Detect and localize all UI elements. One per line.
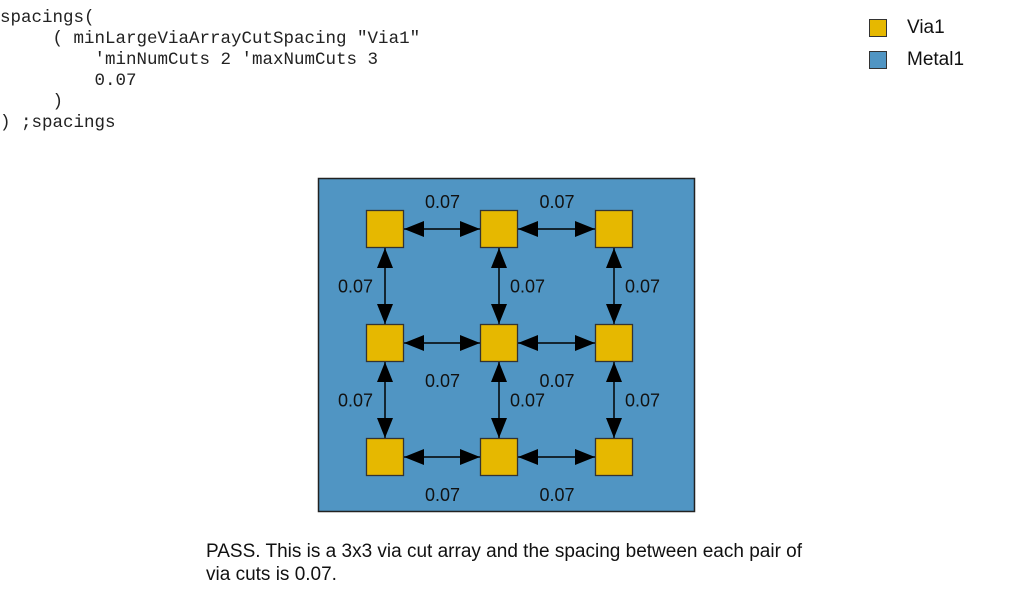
via-cut	[594, 209, 634, 249]
arrowhead	[606, 304, 622, 324]
spacing-label: 0.07	[539, 485, 574, 505]
arrowhead	[460, 449, 480, 465]
spacing-label: 0.07	[425, 485, 460, 505]
arrowhead	[518, 335, 538, 351]
spacing-arrow	[518, 221, 595, 237]
code-line: 'minNumCuts 2 'maxNumCuts 3	[0, 50, 379, 70]
arrowhead	[377, 248, 393, 268]
arrowhead	[377, 304, 393, 324]
code-line: spacings(	[0, 8, 95, 28]
spacing-label: 0.07	[338, 391, 373, 411]
spacing-label: 0.07	[338, 277, 373, 297]
spacing-label: 0.07	[539, 371, 574, 391]
via1-swatch	[869, 19, 887, 37]
via-cut	[479, 209, 519, 249]
legend-item-metal1: Metal1	[869, 44, 964, 76]
legend-item-via1: Via1	[869, 12, 964, 44]
via-cut	[365, 437, 405, 477]
spacing-arrow	[404, 449, 480, 465]
arrowhead	[575, 221, 595, 237]
code-line: )	[0, 92, 64, 112]
spacing-arrow	[377, 248, 393, 324]
spacing-label: 0.07	[539, 192, 574, 212]
spacing-arrow	[518, 335, 595, 351]
code-line: ) ;spacings	[0, 113, 116, 133]
spacing-label: 0.07	[625, 277, 660, 297]
spacing-label: 0.07	[425, 192, 460, 212]
arrowhead	[575, 449, 595, 465]
spacing-label: 0.07	[625, 391, 660, 411]
arrowhead	[404, 221, 424, 237]
arrowhead	[518, 449, 538, 465]
spacing-arrow	[606, 362, 622, 438]
spacing-arrow	[404, 221, 480, 237]
spacing-label: 0.07	[510, 391, 545, 411]
spacing-arrow	[606, 248, 622, 324]
arrowhead	[606, 418, 622, 438]
legend-label: Metal1	[907, 49, 965, 70]
arrowhead	[404, 449, 424, 465]
via-cut	[479, 323, 519, 363]
arrowhead	[575, 335, 595, 351]
caption: PASS. This is a 3x3 via cut array and th…	[206, 541, 803, 585]
arrowhead	[491, 248, 507, 268]
arrowhead	[404, 335, 424, 351]
spacing-arrow	[491, 362, 507, 438]
via-cut	[365, 209, 405, 249]
via-cut	[365, 323, 405, 363]
arrowhead	[377, 362, 393, 382]
arrowhead	[606, 362, 622, 382]
arrowhead	[606, 248, 622, 268]
via-cut	[594, 323, 634, 363]
spacing-arrow	[491, 248, 507, 324]
arrowhead	[518, 221, 538, 237]
via-cut	[594, 437, 634, 477]
arrowhead	[460, 335, 480, 351]
spacing-arrow	[404, 335, 480, 351]
via-cut	[479, 437, 519, 477]
arrowhead	[491, 362, 507, 382]
spacing-label: 0.07	[425, 371, 460, 391]
code-block: spacings( ( minLargeViaArrayCutSpacing "…	[0, 8, 420, 134]
spacing-label: 0.07	[510, 277, 545, 297]
arrowhead	[491, 418, 507, 438]
arrowhead	[377, 418, 393, 438]
spacing-arrow	[377, 362, 393, 438]
legend: Via1 Metal1	[869, 12, 964, 76]
arrowhead	[491, 304, 507, 324]
spacing-arrow	[518, 449, 595, 465]
code-line: ( minLargeViaArrayCutSpacing "Via1"	[0, 29, 421, 49]
legend-label: Via1	[907, 17, 945, 38]
metal1-swatch	[869, 51, 887, 69]
arrowhead	[460, 221, 480, 237]
code-line: 0.07	[0, 71, 137, 91]
